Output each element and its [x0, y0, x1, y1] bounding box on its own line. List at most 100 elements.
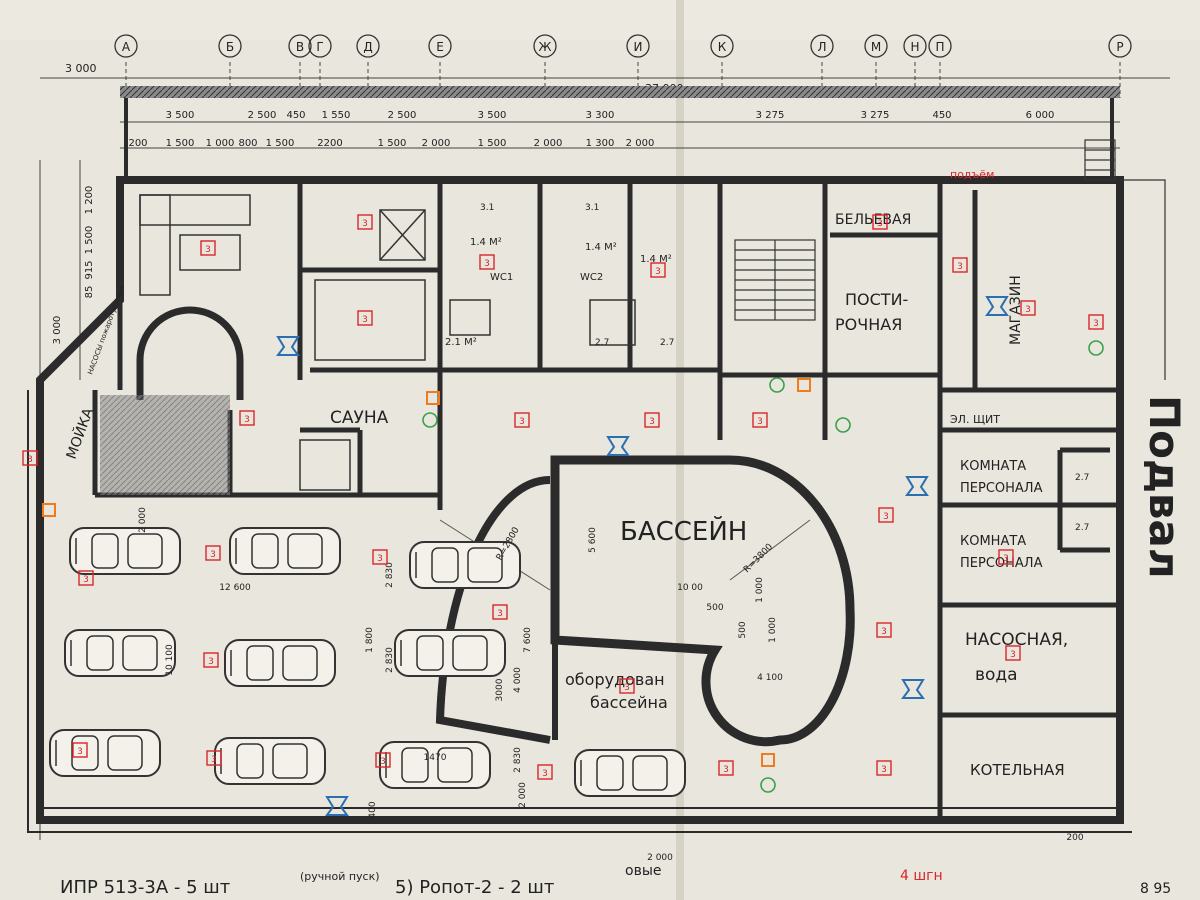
dim-inner: 2 830	[513, 747, 523, 773]
axis-label: Б	[226, 40, 234, 54]
detector-mark: 3	[723, 765, 729, 775]
detector-mark: 3	[497, 609, 503, 619]
call-point-icon	[835, 417, 851, 433]
dim-inner: 5 600	[588, 527, 598, 553]
smoke-detector: 3	[998, 549, 1014, 565]
bottom-note-2: 5) Ропот-2 - 2 шт	[395, 877, 554, 898]
smoke-detector: 3	[78, 570, 94, 586]
smoke-detector: 3	[372, 549, 388, 565]
smoke-detector: 3	[22, 450, 38, 466]
sounder-icon	[276, 336, 300, 356]
room-ironing-1: ПОСТИ-	[845, 290, 908, 309]
dim-row2: 2 000	[626, 138, 655, 149]
smoke-detector: 3	[375, 752, 391, 768]
dim-row1: 6 000	[1026, 110, 1055, 121]
dim-left: 3 000	[52, 316, 63, 345]
dim-inner: 10 100	[165, 644, 175, 676]
smoke-detector: 3	[203, 652, 219, 668]
room-wc1: WC1	[490, 272, 513, 283]
basement-label: Подвал	[1140, 395, 1189, 579]
sounder-icon	[901, 679, 925, 699]
smoke-detector: 3	[650, 262, 666, 278]
area-2: 1.4 М²	[585, 242, 617, 253]
room-electric: ЭЛ. ЩИТ	[950, 413, 1000, 426]
small-2: 2.7	[660, 338, 674, 348]
detector-mark: 3	[519, 417, 525, 427]
smoke-detector: 3	[537, 764, 553, 780]
axis-label: Р	[1116, 40, 1123, 54]
detector-mark: 3	[27, 455, 33, 465]
axis-label: К	[718, 40, 727, 54]
dim-row2: 1 300	[586, 138, 615, 149]
axis-label: Л	[817, 40, 826, 54]
detector-mark: 3	[210, 550, 216, 560]
smoke-detector: 3	[479, 254, 495, 270]
axis-label: И	[634, 40, 643, 54]
bottom-note-1-extra: (ручной пуск)	[300, 870, 380, 883]
dim-row1: 3 500	[166, 110, 195, 121]
sauna-dome	[136, 306, 244, 400]
smoke-detector: 3	[357, 214, 373, 230]
detector-mark: 3	[877, 219, 883, 229]
smoke-detector: 3	[619, 678, 635, 694]
detector-mark: 3	[1025, 305, 1031, 315]
detector-mark: 3	[1093, 319, 1099, 329]
axis-label: В	[296, 40, 304, 54]
dim-row1: 450	[286, 110, 305, 121]
bottom-note-4: 8 95	[1140, 881, 1171, 897]
room-staff-2a: КОМНАТА	[960, 534, 1026, 549]
smoke-detector: 3	[1005, 645, 1021, 661]
detector-mark: 3	[362, 219, 368, 229]
room-wc2: WC2	[580, 272, 603, 283]
detector-mark: 3	[211, 755, 217, 765]
dim-row2: 1 500	[378, 138, 407, 149]
dim-inner: 3000	[495, 678, 505, 701]
call-point-icon	[769, 377, 785, 393]
dim-inner: 500	[706, 603, 723, 613]
area-1: 1.4 М²	[470, 237, 502, 248]
dim-row1: 2 500	[388, 110, 417, 121]
detector-mark: 3	[205, 245, 211, 255]
dim-row2: 1 500	[266, 138, 295, 149]
room-staff-1b: ПЕРСОНАЛА	[960, 481, 1043, 496]
detector-mark: 3	[757, 417, 763, 427]
detector-mark: 3	[883, 512, 889, 522]
smoke-detector: 3	[752, 412, 768, 428]
room-pool-equipment-1: оборудован	[565, 670, 665, 689]
detector-mark: 3	[380, 757, 386, 767]
bottom-note-5: овые	[625, 863, 661, 879]
call-point-icon	[422, 412, 438, 428]
dim-row2: 2 000	[422, 138, 451, 149]
smoke-detector: 3	[952, 257, 968, 273]
room-boiler: КОТЕЛЬНАЯ	[970, 761, 1065, 779]
smoke-detector: 3	[718, 760, 734, 776]
dim-inner: 2 000	[138, 507, 148, 533]
dim-inner: 2 830	[385, 647, 395, 673]
manual-callpoint-icon	[797, 378, 811, 392]
axis-label: Ж	[539, 40, 552, 54]
bottom-note-3: 4 шгн	[900, 868, 943, 884]
detector-mark: 3	[1003, 554, 1009, 564]
detector-mark: 3	[77, 747, 83, 757]
dim-row2: 800	[238, 138, 257, 149]
smoke-detector: 3	[72, 742, 88, 758]
dim-left: 1 200	[84, 186, 95, 215]
small-3: 2.7	[1075, 473, 1089, 483]
small-6: 3.1	[585, 203, 599, 213]
room-ironing-2: РОЧНАЯ	[835, 315, 902, 334]
detector-mark: 3	[377, 554, 383, 564]
dim-inner: 10 00	[677, 583, 703, 593]
sounder-icon	[606, 436, 630, 456]
dim-inner: 2 000	[647, 853, 673, 863]
detector-mark: 3	[655, 267, 661, 277]
smoke-detector: 3	[878, 507, 894, 523]
axis-label: Г	[316, 40, 323, 54]
sounder-icon	[905, 476, 929, 496]
dim-inner: 1 000	[768, 617, 778, 643]
bottom-note-1: ИПР 513-3А - 5 шт	[60, 877, 230, 898]
small-5: 3.1	[480, 203, 494, 213]
axis-7: Ж	[533, 34, 557, 98]
